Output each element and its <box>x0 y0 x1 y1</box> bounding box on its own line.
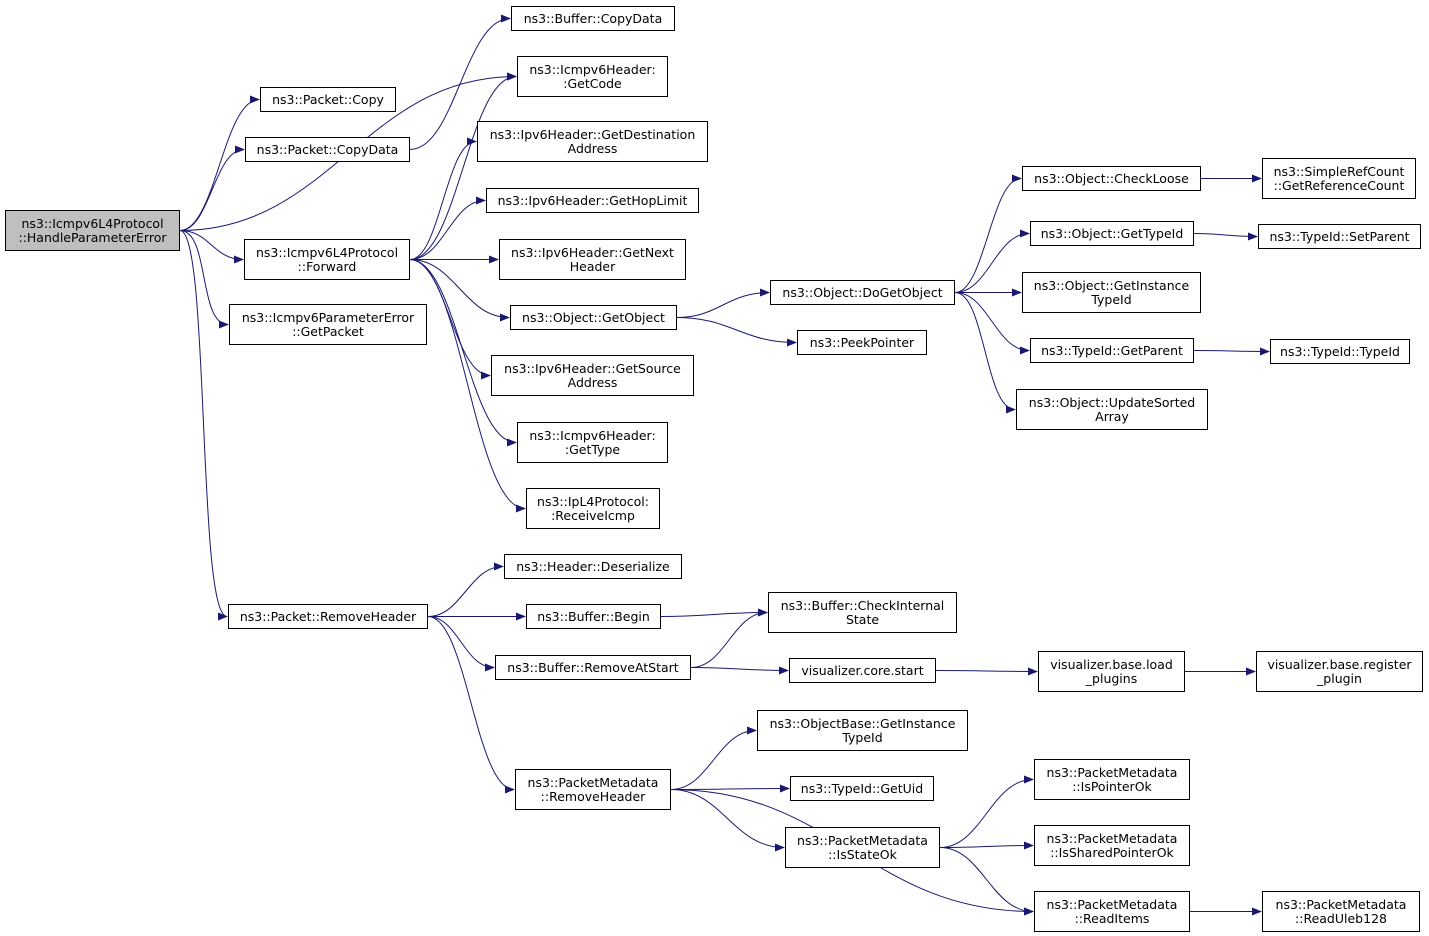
node-typeid-setparent[interactable]: ns3::TypeId::SetParent <box>1258 224 1421 249</box>
edge-object_dogetobject-to-object_gettypeid <box>954 229 1030 293</box>
edge-handle_param_error-to-param_error_getpacket <box>179 230 229 329</box>
edge-forward-to-icmp_getcode <box>409 72 517 260</box>
edge-packet_removeheader-to-pm_removeheader <box>427 616 515 794</box>
node-icmpv6header-gettype[interactable]: ns3::Icmpv6Header: :GetType <box>517 422 668 463</box>
node-buffer-begin[interactable]: ns3::Buffer::Begin <box>526 604 661 629</box>
edge-forward-to-ipv6_gethoplimit <box>409 196 486 260</box>
edge-handle_param_error-to-packet_copy <box>179 95 260 231</box>
node-packetmetadata-readuleb128[interactable]: ns3::PacketMetadata ::ReadUleb128 <box>1262 891 1420 932</box>
node-object-getinstancetypeid[interactable]: ns3::Object::GetInstance TypeId <box>1022 272 1201 313</box>
edge-object_getobject-to-peekpointer <box>676 317 797 347</box>
edge-object_dogetobject-to-typeid_getparent <box>954 292 1030 355</box>
node-buffer-removeatstart[interactable]: ns3::Buffer::RemoveAtStart <box>495 655 691 680</box>
edge-pm_removeheader-to-pm_isstateok <box>670 789 785 852</box>
node-packetmetadata-ispointerok[interactable]: ns3::PacketMetadata ::IsPointerOk <box>1034 759 1190 800</box>
node-ipv6header-gethoplimit[interactable]: ns3::Ipv6Header::GetHopLimit <box>486 188 699 213</box>
node-ipv6header-getnext[interactable]: ns3::Ipv6Header::GetNext Header <box>499 239 686 280</box>
edge-buffer_begin-to-buffer_checkinternal <box>660 608 768 617</box>
edge-pm_removeheader-to-typeid_getuid <box>670 784 790 793</box>
node-ipv6header-getdestination[interactable]: ns3::Ipv6Header::GetDestination Address <box>477 121 708 162</box>
node-buffer-copydata[interactable]: ns3::Buffer::CopyData <box>511 6 675 31</box>
edge-object_dogetobject-to-object_checkloose <box>954 174 1022 293</box>
node-handle-parameter-error: ns3::Icmpv6L4Protocol ::HandleParameterE… <box>5 210 180 251</box>
node-object-dogetobject[interactable]: ns3::Object::DoGetObject <box>770 280 955 305</box>
node-icmpv6parametererror-getpacket[interactable]: ns3::Icmpv6ParameterError ::GetPacket <box>229 304 427 345</box>
edge-pm_isstateok-to-pm_readitems <box>939 847 1034 916</box>
edge-handle_param_error-to-packet_copydata <box>179 145 245 231</box>
node-simplerefcount-getreferencecount[interactable]: ns3::SimpleRefCount ::GetReferenceCount <box>1262 158 1416 199</box>
node-typeid-getparent[interactable]: ns3::TypeId::GetParent <box>1030 338 1194 363</box>
node-packet-copydata[interactable]: ns3::Packet::CopyData <box>245 137 410 162</box>
edge-object_dogetobject-to-object_updatesortedarray <box>954 292 1016 414</box>
edge-buffer_removeatstart-to-vis_core_start <box>690 666 789 675</box>
node-header-deserialize[interactable]: ns3::Header::Deserialize <box>504 554 682 579</box>
node-object-checkloose[interactable]: ns3::Object::CheckLoose <box>1022 166 1201 191</box>
edge-pm_isstateok-to-pm_ispointerok <box>939 775 1034 848</box>
node-ipv6header-getsource[interactable]: ns3::Ipv6Header::GetSource Address <box>491 355 694 396</box>
edge-forward-to-object_getobject <box>409 259 510 322</box>
node-objectbase-getinstancetypeid[interactable]: ns3::ObjectBase::GetInstance TypeId <box>757 710 968 751</box>
edge-pm_removeheader-to-objectbase_getinstancetypeid <box>670 726 757 790</box>
node-icmpv6header-getcode[interactable]: ns3::Icmpv6Header: :GetCode <box>517 56 668 97</box>
node-ipl4protocol-receiveicmp[interactable]: ns3::IpL4Protocol: :ReceiveIcmp <box>526 488 660 529</box>
node-packetmetadata-issharedpointerok[interactable]: ns3::PacketMetadata ::IsSharedPointerOk <box>1034 825 1190 866</box>
edge-forward-to-ipl4_receiveicmp <box>409 259 526 513</box>
edge-object_gettypeid-to-typeid_setparent <box>1193 232 1258 241</box>
node-visualizer-base-register-plugin[interactable]: visualizer.base.register _plugin <box>1256 651 1423 692</box>
edge-packet_removeheader-to-header_deserialize <box>427 562 504 617</box>
node-typeid-typeid[interactable]: ns3::TypeId::TypeId <box>1270 339 1410 364</box>
node-typeid-getuid[interactable]: ns3::TypeId::GetUid <box>790 776 934 801</box>
edge-object_getobject-to-object_dogetobject <box>676 288 770 318</box>
edge-handle_param_error-to-forward <box>179 230 244 264</box>
node-peekpointer[interactable]: ns3::PeekPointer <box>797 330 927 355</box>
node-object-updatesortedarray[interactable]: ns3::Object::UpdateSorted Array <box>1016 389 1208 430</box>
edge-typeid_getparent-to-typeid_typeid <box>1193 347 1270 356</box>
edge-pm_isstateok-to-pm_issharedpointerok <box>939 841 1034 850</box>
node-packet-copy[interactable]: ns3::Packet::Copy <box>260 87 396 112</box>
node-packet-removeheader[interactable]: ns3::Packet::RemoveHeader <box>228 604 428 629</box>
edge-packet_copydata-to-buffer_copydata <box>409 14 511 150</box>
edge-packet_removeheader-to-buffer_removeatstart <box>427 616 495 672</box>
edge-buffer_removeatstart-to-buffer_checkinternal <box>690 608 768 668</box>
node-object-gettypeid[interactable]: ns3::Object::GetTypeId <box>1030 221 1194 246</box>
edge-handle_param_error-to-packet_removeheader <box>179 230 228 621</box>
node-icmpv6l4protocol-forward[interactable]: ns3::Icmpv6L4Protocol ::Forward <box>244 239 410 280</box>
node-packetmetadata-removeheader[interactable]: ns3::PacketMetadata ::RemoveHeader <box>515 769 671 810</box>
node-packetmetadata-isstateok[interactable]: ns3::PacketMetadata ::IsStateOk <box>785 827 940 868</box>
edge-vis_core_start-to-vis_load_plugins <box>935 667 1038 676</box>
node-visualizer-core-start[interactable]: visualizer.core.start <box>789 658 936 683</box>
node-buffer-checkinternalstate[interactable]: ns3::Buffer::CheckInternal State <box>768 592 957 633</box>
node-packetmetadata-readitems[interactable]: ns3::PacketMetadata ::ReadItems <box>1034 891 1190 932</box>
node-visualizer-base-load-plugins[interactable]: visualizer.base.load _plugins <box>1038 651 1185 692</box>
edge-forward-to-ipv6_getdest <box>409 137 477 260</box>
node-object-getobject[interactable]: ns3::Object::GetObject <box>510 305 677 330</box>
edge-forward-to-icmp_gettype <box>409 259 517 447</box>
